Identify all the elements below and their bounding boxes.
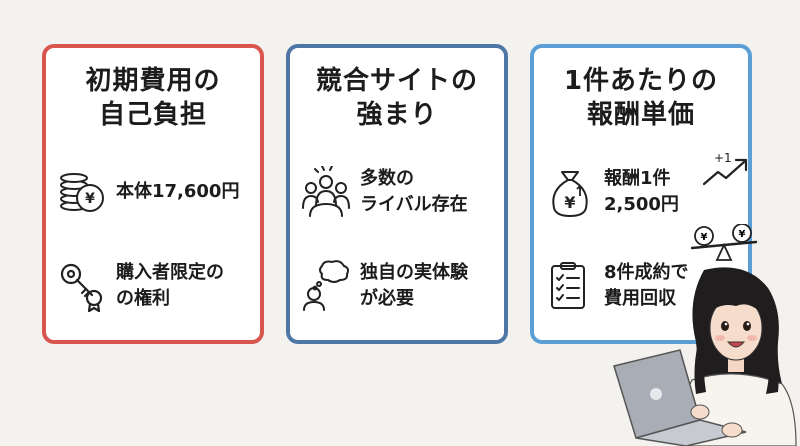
coin-stack-icon: ¥ — [60, 173, 104, 212]
list-item: 多数の ライバル存在 — [302, 166, 498, 218]
balance-scale-icon: ¥ ¥ — [690, 224, 758, 261]
item-text: 独自の実体験 が必要 — [360, 262, 468, 309]
card-title: 初期費用の 自己負担 — [85, 66, 221, 130]
list-item: 購入者限定の の権利 — [58, 260, 254, 312]
list-item: 8件成約で 費用回収 — [546, 260, 742, 312]
item-text: 8件成約で 費用回収 — [604, 262, 689, 309]
thinking-person-icon — [303, 260, 349, 311]
item-text: 報酬1件 2,500円 — [604, 168, 679, 215]
growth-arrow-icon: +1 — [702, 151, 748, 186]
key-icon — [60, 263, 103, 312]
svg-text:¥: ¥ — [85, 191, 95, 207]
item-text: 本体17,600円 — [116, 181, 240, 202]
checklist-icon — [551, 262, 585, 309]
card-competition: 競合サイトの 強まり 多数の ライバル存在 — [286, 44, 508, 344]
svg-text:+1: +1 — [714, 151, 732, 165]
item-text: 多数の ライバル存在 — [360, 168, 468, 215]
svg-text:¥: ¥ — [701, 232, 708, 243]
card-initial-cost: 初期費用の 自己負担 ¥ 本体17,600円 — [42, 44, 264, 344]
crowd-icon — [302, 166, 350, 217]
item-text: 購入者限定の の権利 — [116, 262, 224, 309]
woman-with-laptop-illustration — [613, 267, 797, 446]
card-title: 1件あたりの 報酬単価 — [563, 66, 719, 130]
svg-text:¥: ¥ — [564, 193, 575, 212]
list-item: 独自の実体験 が必要 — [302, 260, 498, 312]
svg-text:¥: ¥ — [739, 229, 746, 240]
money-bag-icon: ¥ — [552, 171, 588, 217]
card-title: 競合サイトの 強まり — [315, 66, 478, 130]
list-item: ¥ 本体17,600円 — [58, 166, 254, 218]
list-item: ¥ 報酬1件 2,500円 — [546, 166, 742, 218]
